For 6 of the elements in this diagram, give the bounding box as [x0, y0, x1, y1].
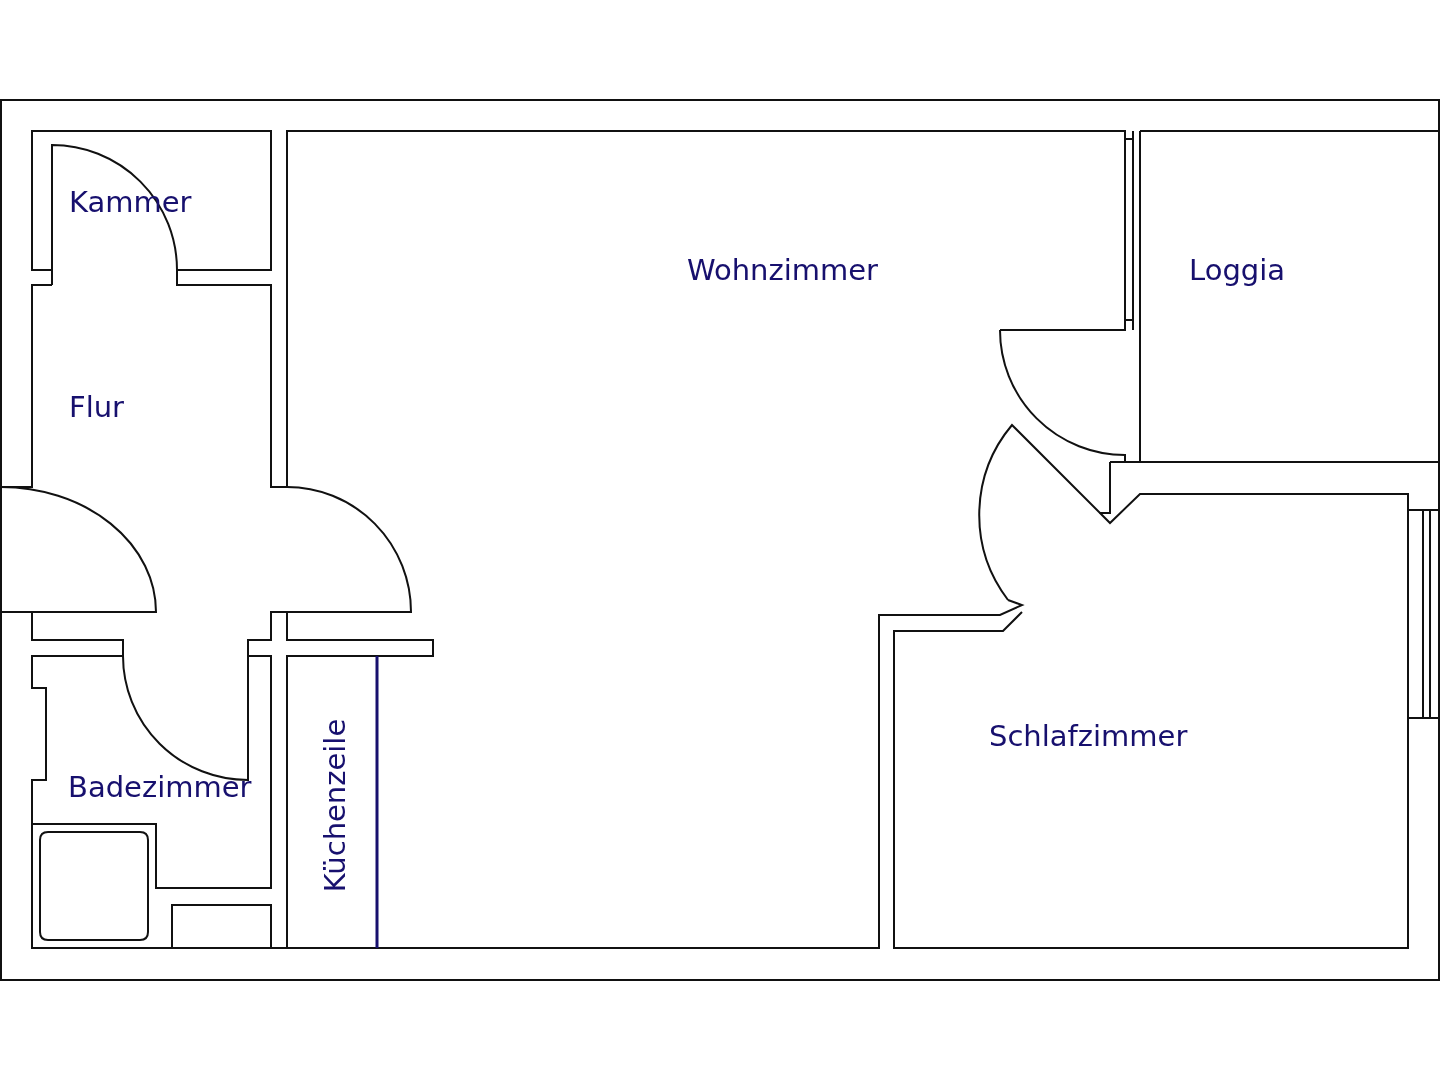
- room-label: Schlafzimmer: [989, 722, 1188, 751]
- room-label: Wohnzimmer: [687, 256, 879, 285]
- room-label: Badezimmer: [68, 773, 252, 802]
- room-label: Loggia: [1189, 256, 1286, 285]
- room-label: Küchenzeile: [321, 718, 351, 892]
- room-label: Flur: [69, 393, 125, 422]
